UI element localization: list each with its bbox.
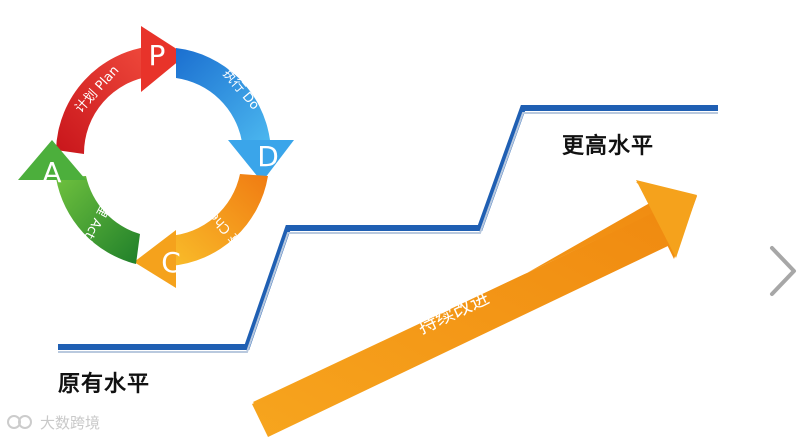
level-step-line [58, 105, 718, 350]
plan-letter: P [149, 39, 166, 72]
continuous-improvement-arrow-body [252, 212, 670, 437]
check-arrowhead [134, 230, 176, 288]
higher-level-label: 更高水平 [562, 134, 655, 159]
continuous-improvement-arrow-head [636, 180, 697, 258]
check-letter: C [161, 246, 181, 279]
chevron-right-icon[interactable] [762, 236, 806, 306]
pdca-cycle: P D C A 计划 Plan 执行 Do 检查 Check 处理 Action [18, 26, 294, 288]
level-step-line-shadow [58, 112, 718, 353]
plan-segment [56, 46, 152, 154]
chevron-right-icon-glyph [770, 246, 796, 296]
plan-arrowhead [141, 26, 186, 92]
do-arrowhead [228, 140, 294, 182]
action-letter: A [42, 156, 61, 189]
original-level-label: 原有水平 [58, 372, 151, 397]
watermark: 大数跨境 [6, 409, 100, 435]
action-segment [56, 176, 140, 264]
check-segment [168, 174, 268, 266]
watermark-text: 大数跨境 [40, 413, 101, 432]
watermark-logo-icon [7, 415, 32, 429]
action-arrowhead [18, 140, 86, 180]
do-letter: D [257, 140, 279, 173]
do-segment [176, 48, 270, 142]
